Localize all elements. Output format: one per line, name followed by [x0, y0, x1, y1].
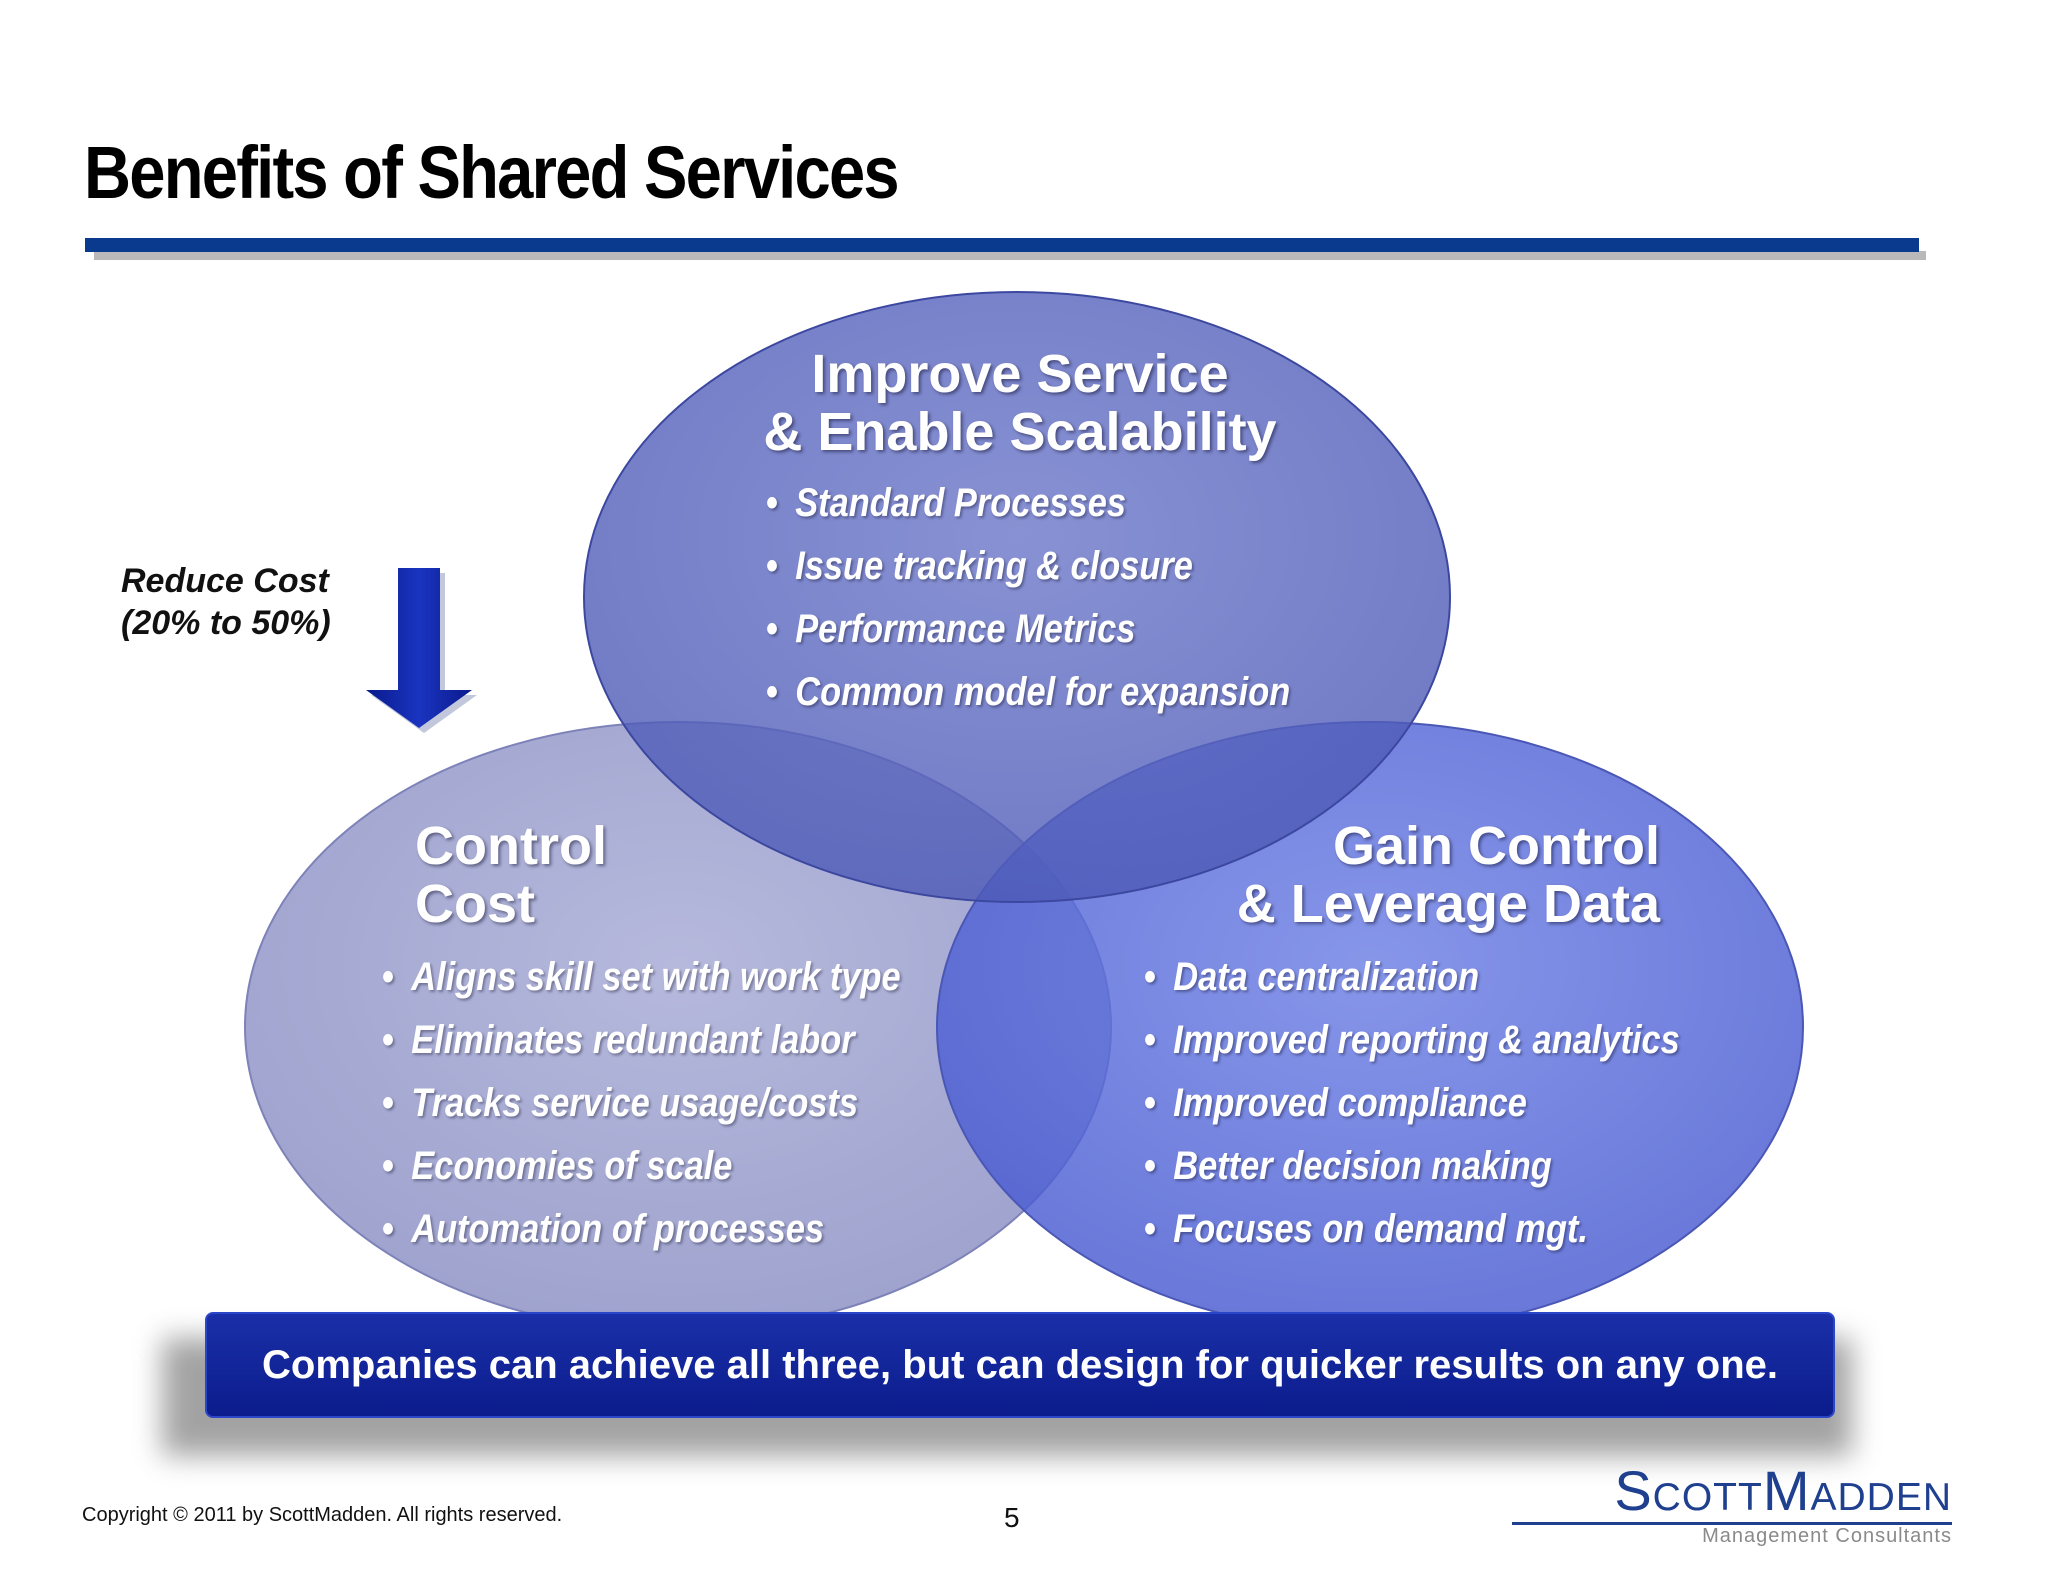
right-circle-bullets: Data centralization Improved reporting &…: [1144, 946, 1767, 1261]
list-item: Standard Processes: [766, 472, 1290, 535]
reduce-cost-line2: (20% to 50%): [121, 604, 331, 642]
left-circle-title-line1: Control: [415, 816, 607, 876]
logo-underline: [1512, 1522, 1952, 1525]
company-logo: ScottMadden Management Consultants: [1512, 1462, 1952, 1547]
list-item: Data centralization: [1144, 946, 1680, 1009]
reduce-cost-line1: Reduce Cost: [121, 562, 329, 600]
list-item: Better decision making: [1144, 1135, 1680, 1198]
list-item: Issue tracking & closure: [766, 535, 1290, 598]
top-circle-bullets: Standard Processes Issue tracking & clos…: [766, 472, 1376, 724]
list-item: Improved compliance: [1144, 1072, 1680, 1135]
logo-wordmark: ScottMadden: [1614, 1459, 1952, 1522]
title-rule-shadow: [94, 251, 1926, 260]
summary-banner: Companies can achieve all three, but can…: [205, 1312, 1835, 1418]
list-item: Tracks service usage/costs: [382, 1072, 901, 1135]
list-item: Performance Metrics: [766, 598, 1290, 661]
right-circle-title: Gain Control & Leverage Data: [1160, 817, 1660, 933]
list-item: Eliminates redundant labor: [382, 1009, 901, 1072]
list-item: Economies of scale: [382, 1135, 901, 1198]
page-number: 5: [1004, 1502, 1020, 1533]
right-circle-title-line1: Gain Control: [1333, 816, 1660, 876]
slide-title: Benefits of Shared Services: [84, 131, 900, 214]
right-circle-title-line2: & Leverage Data: [1236, 874, 1660, 934]
left-circle-bullets: Aligns skill set with work type Eliminat…: [382, 946, 985, 1261]
left-circle-title-line2: Cost: [415, 874, 535, 934]
list-item: Common model for expansion: [766, 661, 1290, 724]
top-circle-title-line1: Improve Service: [811, 344, 1229, 404]
reduce-cost-label: Reduce Cost (20% to 50%): [121, 560, 331, 644]
copyright-text: Copyright © 2011 by ScottMadden. All rig…: [82, 1504, 563, 1526]
logo-tagline: Management Consultants: [1702, 1525, 1952, 1547]
summary-banner-text: Companies can achieve all three, but can…: [262, 1342, 1778, 1387]
list-item: Focuses on demand mgt.: [1144, 1198, 1680, 1261]
list-item: Aligns skill set with work type: [382, 946, 901, 1009]
list-item: Automation of processes: [382, 1198, 901, 1261]
list-item: Improved reporting & analytics: [1144, 1009, 1680, 1072]
left-circle-title: Control Cost: [415, 817, 607, 933]
top-circle-title: Improve Service & Enable Scalability: [740, 345, 1300, 461]
top-circle-title-line2: & Enable Scalability: [763, 402, 1277, 462]
title-rule: [85, 238, 1919, 252]
down-arrow-icon: [366, 568, 477, 733]
